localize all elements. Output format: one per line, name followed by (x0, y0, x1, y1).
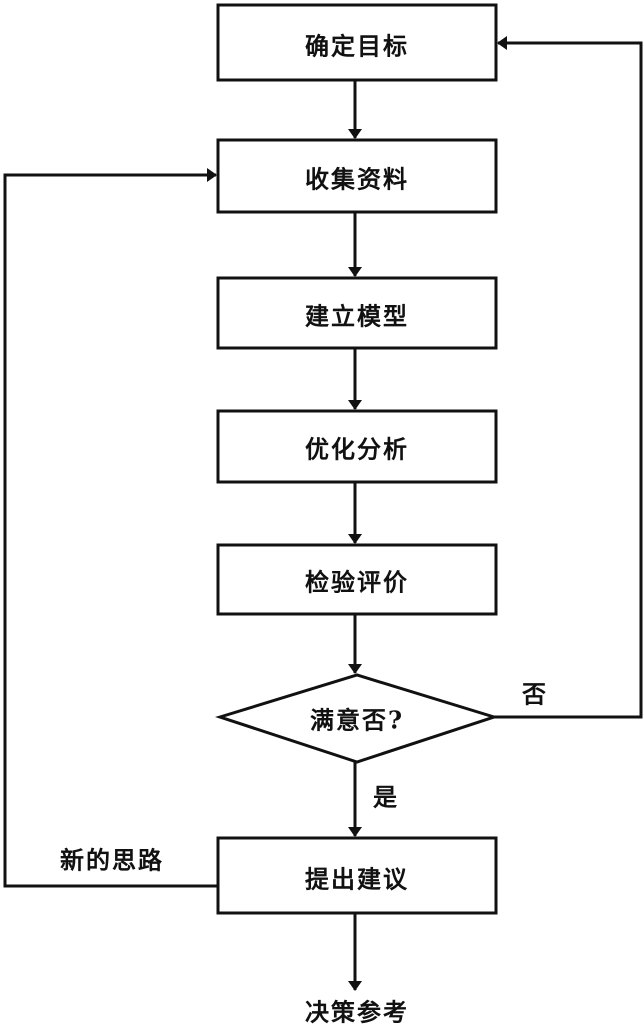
box-recommend (216, 836, 498, 915)
step-evaluate-label: 检验评价 (305, 567, 409, 597)
new-ideas-label: 新的思路 (60, 845, 164, 875)
no-label: 否 (522, 679, 548, 709)
output-label: 决策参考 (305, 997, 409, 1027)
box-build-model (216, 276, 498, 350)
box-evaluate (216, 543, 498, 616)
box-collect-data (216, 138, 498, 214)
step-build-model-label: 建立模型 (305, 301, 409, 331)
loop-no (494, 36, 643, 719)
step-collect-data-label: 收集资料 (305, 164, 409, 194)
recommend-label: 提出建议 (305, 864, 409, 894)
box-define-goal (216, 3, 498, 82)
step-define-goal-label: 确定目标 (305, 31, 409, 61)
box-optimize (216, 409, 498, 484)
loop-new-ideas (3, 168, 218, 888)
decision-label: 满意否? (309, 705, 405, 735)
step-optimize-label: 优化分析 (305, 434, 409, 464)
yes-label: 是 (373, 782, 399, 812)
